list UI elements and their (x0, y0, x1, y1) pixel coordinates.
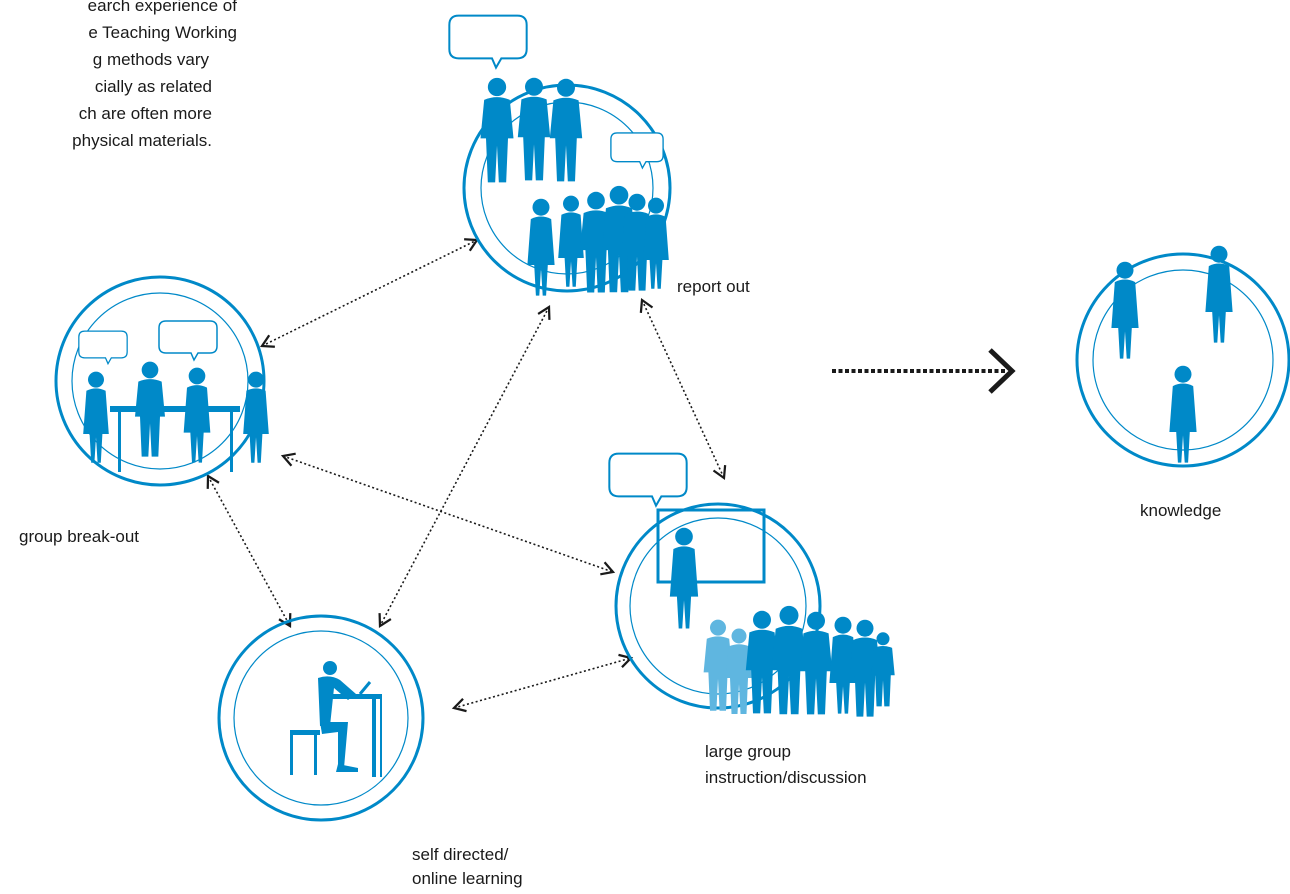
people-silhouette-icon (83, 361, 269, 472)
intro-line: earch experience of (87, 0, 237, 15)
self-directed-label-line1: self directed/ (412, 845, 509, 864)
people-silhouette-icon (669, 527, 699, 629)
knowledge-label: knowledge (1140, 501, 1222, 520)
large-group-node (608, 452, 895, 717)
connector-arrows (206, 238, 727, 713)
self-directed-label-line2: online learning (412, 869, 523, 888)
intro-line: cially as related (94, 77, 212, 96)
people-silhouette-icon (703, 619, 753, 714)
large-group-label-line2: instruction/discussion (705, 768, 867, 787)
self-directed-node (217, 614, 425, 822)
bidirectional-arrow-icon (378, 305, 551, 628)
report-out-label: report out (677, 277, 750, 296)
speech-bubble-icon (78, 330, 128, 365)
intro-line: e Teaching Working (88, 23, 237, 42)
speech-bubble-icon (608, 452, 688, 507)
bidirectional-arrow-icon (280, 452, 616, 576)
speech-bubble-icon (448, 14, 528, 69)
speech-bubble-icon (158, 320, 218, 361)
bidirectional-arrow-icon (259, 238, 480, 348)
large-group-label-line1: large group (705, 742, 792, 761)
bidirectional-arrow-icon (206, 474, 292, 628)
speech-bubble-icon (610, 132, 664, 169)
bidirectional-arrow-icon (451, 653, 634, 713)
people-silhouette-icon (480, 77, 669, 296)
whiteboard-icon (656, 508, 766, 584)
bidirectional-arrow-icon (639, 297, 727, 481)
intro-line: physical materials. (72, 131, 212, 150)
group-break-out-node (54, 275, 269, 487)
intro-line: ch are often more (78, 104, 212, 123)
right-arrow-icon (832, 348, 1016, 394)
intro-line: g methods vary (92, 50, 209, 69)
people-silhouette-icon (745, 605, 895, 717)
knowledge-node (1075, 245, 1290, 468)
desk-laptop-icon (290, 661, 382, 777)
report-out-node (448, 14, 672, 296)
people-silhouette-icon (1111, 245, 1233, 463)
group-break-out-label: group break-out (19, 527, 140, 546)
